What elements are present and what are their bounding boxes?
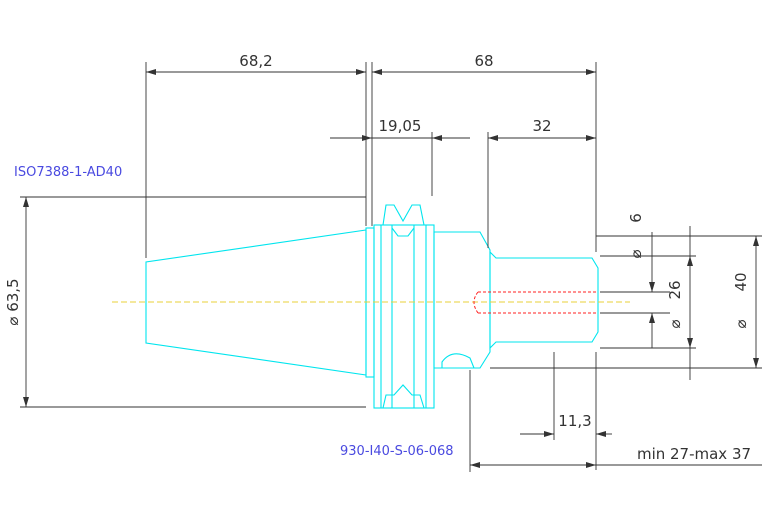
drive-slot bbox=[441, 353, 475, 369]
dim-flange-diameter: ⌀ 63,5 bbox=[4, 278, 22, 325]
dim-shank-diameter-symbol: ⌀ bbox=[666, 319, 684, 328]
holder-body bbox=[433, 231, 491, 369]
dim-overall-length: 68 bbox=[474, 52, 493, 70]
dim-bore-diameter: 6 bbox=[627, 213, 645, 223]
dim-clamping-range: min 27-max 37 bbox=[637, 445, 751, 463]
dim-bore-diameter-symbol: ⌀ bbox=[627, 249, 645, 258]
dim-shank-length: 32 bbox=[532, 117, 551, 135]
dim-flange-width: 19,05 bbox=[379, 117, 422, 135]
hidden-bore bbox=[473, 291, 598, 314]
dim-shank-diameter: 26 bbox=[666, 280, 684, 299]
shank bbox=[489, 250, 599, 350]
dim-body-diameter-symbol: ⌀ bbox=[732, 319, 750, 328]
label-standard: ISO7388-1-AD40 bbox=[14, 165, 122, 180]
v-groove-bottom bbox=[382, 384, 425, 409]
dimension-lines bbox=[20, 62, 762, 472]
dim-taper-length: 68,2 bbox=[239, 52, 272, 70]
flange bbox=[373, 224, 435, 409]
dim-body-diameter: 40 bbox=[732, 272, 750, 291]
tool-holder-outline bbox=[145, 204, 599, 409]
v-groove-top bbox=[382, 204, 425, 226]
dim-depth-stop: 11,3 bbox=[558, 412, 591, 430]
label-part-number: 930-I40-S-06-068 bbox=[340, 444, 454, 459]
